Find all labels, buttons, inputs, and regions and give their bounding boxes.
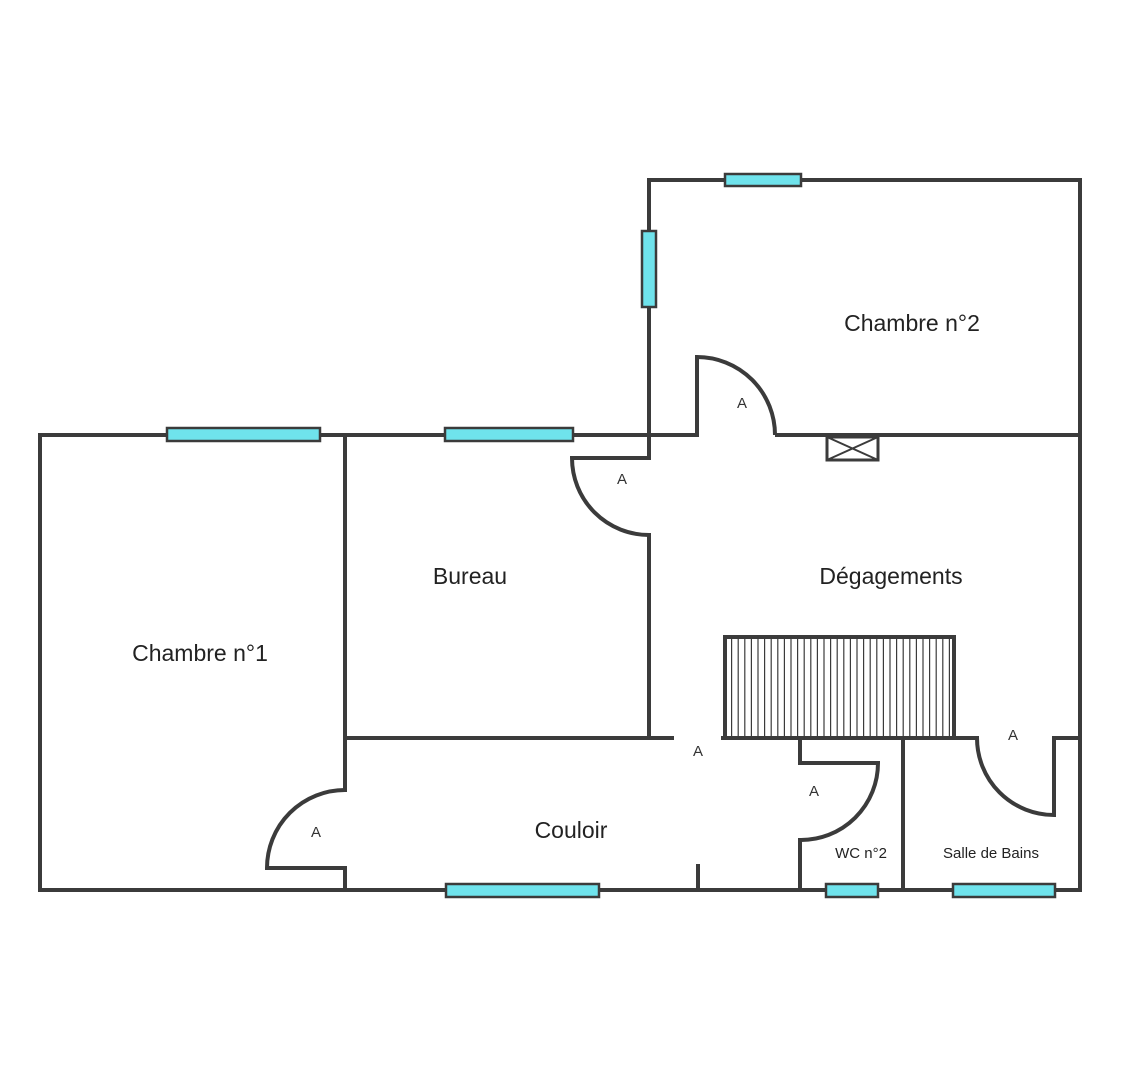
window-chambre-1-top <box>165 426 322 443</box>
staircase-steps <box>730 637 951 738</box>
door-marker-chambre-1: A <box>311 824 321 841</box>
door-bath <box>975 737 1056 818</box>
door-bureau <box>569 456 650 537</box>
window-chambre-2-top <box>723 172 803 188</box>
window-bath-bottom <box>951 882 1057 899</box>
door-marker-couloir: A <box>693 743 703 760</box>
room-label-salle-de-bains: Salle de Bains <box>943 845 1039 862</box>
windows <box>165 172 1057 899</box>
window-wc-bottom <box>824 882 880 899</box>
room-label-degagements: Dégagements <box>819 563 962 589</box>
window-couloir-bottom <box>444 882 601 899</box>
ventilation-box <box>825 435 880 462</box>
doors <box>264 354 1056 870</box>
room-label-bureau: Bureau <box>433 563 507 589</box>
door-markers: A A A A A A <box>311 395 1018 841</box>
room-label-couloir: Couloir <box>535 817 608 843</box>
walls <box>38 178 1082 892</box>
door-wc <box>799 761 881 843</box>
door-chambre-1 <box>264 788 346 870</box>
staircase <box>723 635 956 740</box>
door-marker-chambre-2: A <box>737 395 747 412</box>
wall-left <box>38 433 1082 892</box>
door-marker-bureau: A <box>617 471 627 488</box>
room-label-chambre-1: Chambre n°1 <box>132 640 268 666</box>
window-chambre-2-left <box>640 229 658 309</box>
room-label-wc-2: WC n°2 <box>835 845 887 862</box>
door-marker-wc: A <box>809 783 819 800</box>
room-labels: Chambre n°2 Bureau Dégagements Chambre n… <box>132 310 1039 862</box>
door-chambre-2 <box>695 354 777 436</box>
window-bureau-top <box>443 426 575 443</box>
staircase-outline <box>723 635 956 740</box>
wall-chambre-2-outer <box>647 178 1082 892</box>
room-label-chambre-2: Chambre n°2 <box>844 310 980 336</box>
door-marker-bath: A <box>1008 727 1018 744</box>
